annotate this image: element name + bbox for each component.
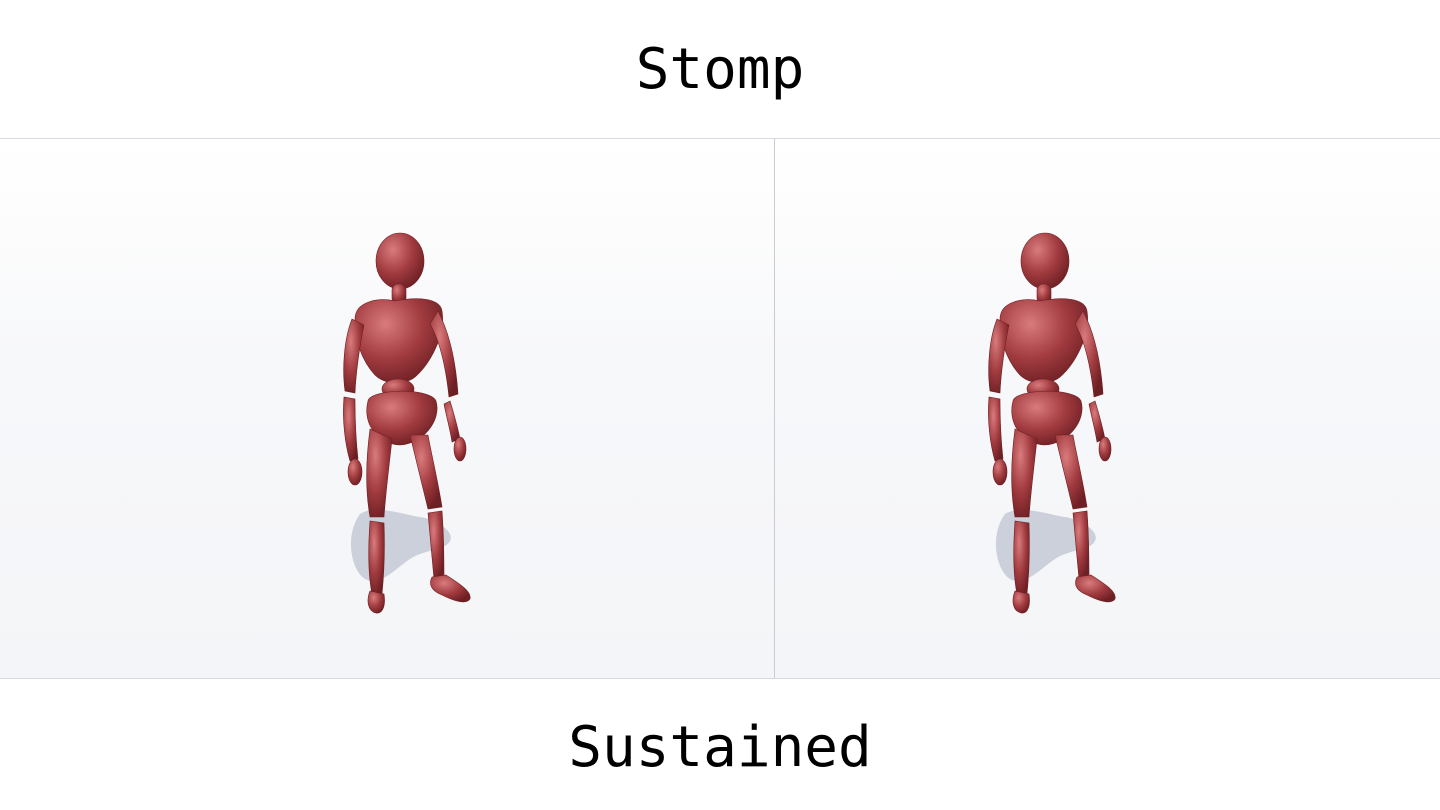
mannequin-body	[988, 232, 1116, 614]
render-viewer	[0, 138, 1440, 679]
page-subtitle: Sustained	[568, 715, 872, 780]
page-title: Stomp	[635, 37, 805, 102]
mannequin-body	[343, 232, 471, 614]
render-panel-right	[775, 139, 1440, 678]
render-panel-left	[0, 139, 775, 678]
mannequin-figure-right	[988, 232, 1116, 614]
mannequin-figure-left	[343, 232, 471, 614]
